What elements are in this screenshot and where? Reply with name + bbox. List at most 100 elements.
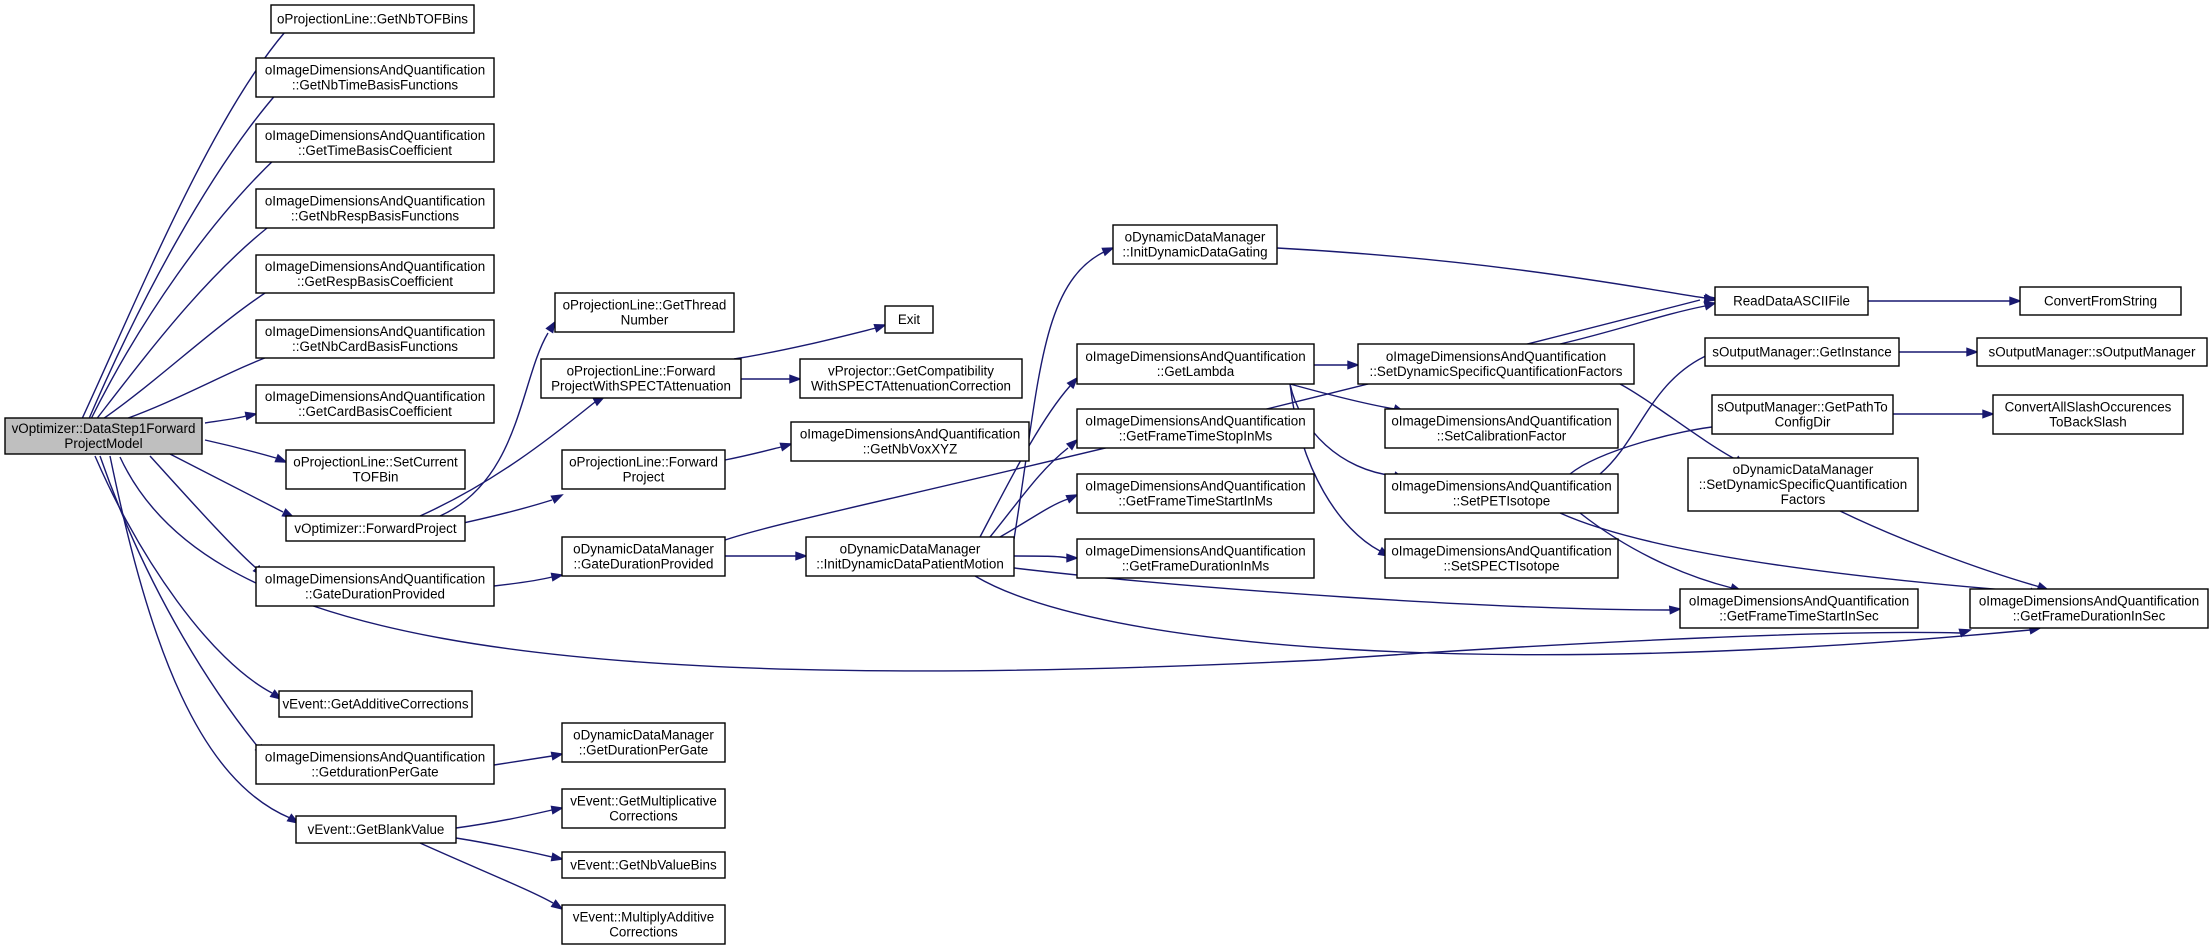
node-n4[interactable]: oImageDimensionsAndQuantification::GetNb… bbox=[255, 188, 495, 229]
call-edge-12 bbox=[99, 455, 267, 757]
node-box bbox=[1112, 224, 1278, 265]
call-edge-line bbox=[974, 575, 2031, 656]
node-label: Factors bbox=[1781, 492, 1826, 507]
node-label: ::GetRespBasisCoefficient bbox=[297, 274, 453, 289]
node-label: ReadDataASCIIFile bbox=[1733, 294, 1850, 309]
call-edge-line bbox=[455, 809, 553, 829]
node-nbvalbins[interactable]: vEvent::GetNbValueBins bbox=[561, 851, 726, 879]
call-edge-line bbox=[119, 352, 279, 422]
arrowhead-icon bbox=[1065, 438, 1079, 451]
node-ftstartsec[interactable]: oImageDimensionsAndQuantification::GetFr… bbox=[1679, 588, 1919, 629]
call-edge-line bbox=[1619, 383, 1736, 460]
node-box bbox=[1076, 408, 1315, 449]
node-label: ::GetFrameTimeStartInSec bbox=[1719, 609, 1879, 624]
node-label: ::SetCalibrationFactor bbox=[1437, 429, 1567, 444]
node-label: oImageDimensionsAndQuantification bbox=[800, 427, 1020, 442]
call-edge-line bbox=[455, 837, 553, 858]
node-convfromstr[interactable]: ConvertFromString bbox=[2019, 286, 2182, 316]
node-initpm[interactable]: oDynamicDataManager::InitDynamicDataPati… bbox=[805, 536, 1015, 577]
call-edge-line bbox=[419, 842, 554, 904]
node-label: ConfigDir bbox=[1775, 415, 1831, 430]
node-initgating[interactable]: oDynamicDataManager::InitDynamicDataGati… bbox=[1112, 224, 1278, 265]
node-ftstopms[interactable]: oImageDimensionsAndQuantification::GetFr… bbox=[1076, 408, 1315, 449]
node-n5[interactable]: oImageDimensionsAndQuantification::GetRe… bbox=[255, 254, 495, 294]
node-durpergate[interactable]: oImageDimensionsAndQuantification::Getdu… bbox=[255, 744, 495, 785]
arrowhead-icon bbox=[1703, 301, 1717, 311]
node-n3[interactable]: oImageDimensionsAndQuantification::GetTi… bbox=[255, 123, 495, 163]
node-readascii[interactable]: ReadDataASCIIFile bbox=[1714, 286, 1869, 316]
node-fp[interactable]: oProjectionLine::ForwardProject bbox=[561, 449, 726, 490]
node-lambda[interactable]: oImageDimensionsAndQuantification::GetLa… bbox=[1076, 343, 1315, 385]
arrowhead-icon bbox=[550, 852, 565, 862]
node-label: ::GetFrameDurationInSec bbox=[2013, 609, 2166, 624]
node-box bbox=[285, 449, 466, 490]
node-label: vEvent::GetAdditiveCorrections bbox=[282, 697, 468, 712]
call-edge-line bbox=[80, 31, 286, 422]
node-label: oImageDimensionsAndQuantification bbox=[1391, 414, 1611, 429]
node-label: oImageDimensionsAndQuantification bbox=[265, 750, 485, 765]
arrowhead-icon bbox=[550, 751, 565, 761]
node-label: ::SetPETIsotope bbox=[1453, 494, 1551, 509]
arrowhead-icon bbox=[1065, 494, 1079, 504]
node-label: oProjectionLine::Forward bbox=[569, 455, 718, 470]
node-label: oDynamicDataManager bbox=[1125, 230, 1266, 245]
call-edge-30 bbox=[999, 494, 1079, 538]
node-setdynq[interactable]: oImageDimensionsAndQuantification::SetDy… bbox=[1357, 343, 1635, 385]
node-gatedur[interactable]: oImageDimensionsAndQuantification::GateD… bbox=[255, 566, 495, 607]
node-getinst[interactable]: sOutputManager::GetInstance bbox=[1704, 337, 1900, 367]
node-ddmdur[interactable]: oDynamicDataManager::GetDurationPerGate bbox=[561, 722, 726, 763]
node-ddmgate[interactable]: oDynamicDataManager::GateDurationProvide… bbox=[561, 536, 726, 577]
node-label: TOFBin bbox=[353, 470, 399, 485]
call-edge-11 bbox=[94, 455, 283, 701]
node-addcorr[interactable]: vEvent::GetAdditiveCorrections bbox=[278, 690, 473, 718]
node-setcal[interactable]: oImageDimensionsAndQuantification::SetCa… bbox=[1384, 408, 1619, 449]
call-edge-43 bbox=[1559, 512, 2042, 597]
node-fdurms[interactable]: oImageDimensionsAndQuantification::GetFr… bbox=[1076, 538, 1315, 579]
node-label: oDynamicDataManager bbox=[573, 542, 714, 557]
node-label: vEvent::MultiplyAdditive bbox=[573, 910, 714, 925]
call-edge-line bbox=[1839, 510, 2041, 588]
node-label: oImageDimensionsAndQuantification bbox=[265, 572, 485, 587]
node-label: ::GetNbVoxXYZ bbox=[863, 442, 958, 457]
node-n1[interactable]: oProjectionLine::GetNbTOFBins bbox=[270, 4, 475, 34]
node-box bbox=[561, 851, 726, 879]
node-box bbox=[554, 292, 735, 333]
node-box bbox=[790, 421, 1030, 462]
node-exit[interactable]: Exit bbox=[884, 305, 934, 334]
call-edge-line bbox=[989, 447, 1069, 538]
node-box bbox=[1384, 473, 1619, 514]
arrowhead-icon bbox=[550, 805, 565, 815]
call-edge-31 bbox=[1013, 553, 1080, 563]
call-edge-line bbox=[1289, 383, 1396, 477]
call-edge-line bbox=[119, 456, 1961, 672]
node-setspect[interactable]: oImageDimensionsAndQuantification::SetSP… bbox=[1384, 538, 1619, 579]
node-compat[interactable]: vProjector::GetCompatibilityWithSPECTAtt… bbox=[799, 358, 1023, 399]
node-box bbox=[1969, 588, 2209, 629]
node-ftstartms[interactable]: oImageDimensionsAndQuantification::GetFr… bbox=[1076, 473, 1315, 514]
node-ddmsetdynq[interactable]: oDynamicDataManager::SetDynamicSpecificQ… bbox=[1687, 457, 1919, 512]
node-fwdproj[interactable]: vOptimizer::ForwardProject bbox=[285, 515, 466, 542]
node-n7[interactable]: oImageDimensionsAndQuantification::GetCa… bbox=[255, 384, 495, 424]
node-blank[interactable]: vEvent::GetBlankValue bbox=[295, 815, 457, 844]
node-somctor[interactable]: sOutputManager::sOutputManager bbox=[1976, 337, 2208, 367]
node-label: ::GateDurationProvided bbox=[305, 587, 445, 602]
call-edge-35 bbox=[1314, 360, 1361, 370]
node-fdursec[interactable]: oImageDimensionsAndQuantification::GetFr… bbox=[1969, 588, 2209, 629]
call-edge-24 bbox=[740, 374, 803, 384]
node-label: oImageDimensionsAndQuantification bbox=[265, 63, 485, 78]
node-nbvox[interactable]: oImageDimensionsAndQuantification::GetNb… bbox=[790, 421, 1030, 462]
node-fpspect[interactable]: oProjectionLine::ForwardProjectWithSPECT… bbox=[540, 358, 742, 399]
node-n6[interactable]: oImageDimensionsAndQuantification::GetNb… bbox=[255, 319, 495, 359]
arrowhead-icon bbox=[789, 374, 803, 384]
node-n2[interactable]: oImageDimensionsAndQuantification::GetNb… bbox=[255, 57, 495, 98]
node-label: oImageDimensionsAndQuantification bbox=[1391, 479, 1611, 494]
node-setpet[interactable]: oImageDimensionsAndQuantification::SetPE… bbox=[1384, 473, 1619, 514]
call-edge-15 bbox=[419, 395, 606, 517]
